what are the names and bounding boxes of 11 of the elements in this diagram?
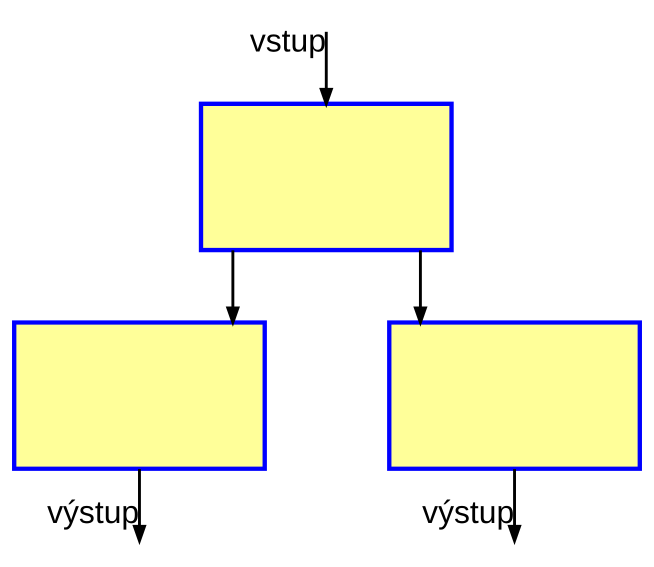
edge-label: výstup <box>422 494 514 530</box>
node-box <box>387 320 642 470</box>
edge-label: výstup <box>47 494 140 530</box>
edge-label: vstup <box>250 22 326 58</box>
arrow <box>413 250 428 326</box>
arrow <box>319 31 334 108</box>
arrow <box>507 468 522 545</box>
arrow <box>226 250 240 326</box>
node-box <box>198 101 454 252</box>
arrow <box>132 468 147 545</box>
node-box <box>12 320 267 470</box>
